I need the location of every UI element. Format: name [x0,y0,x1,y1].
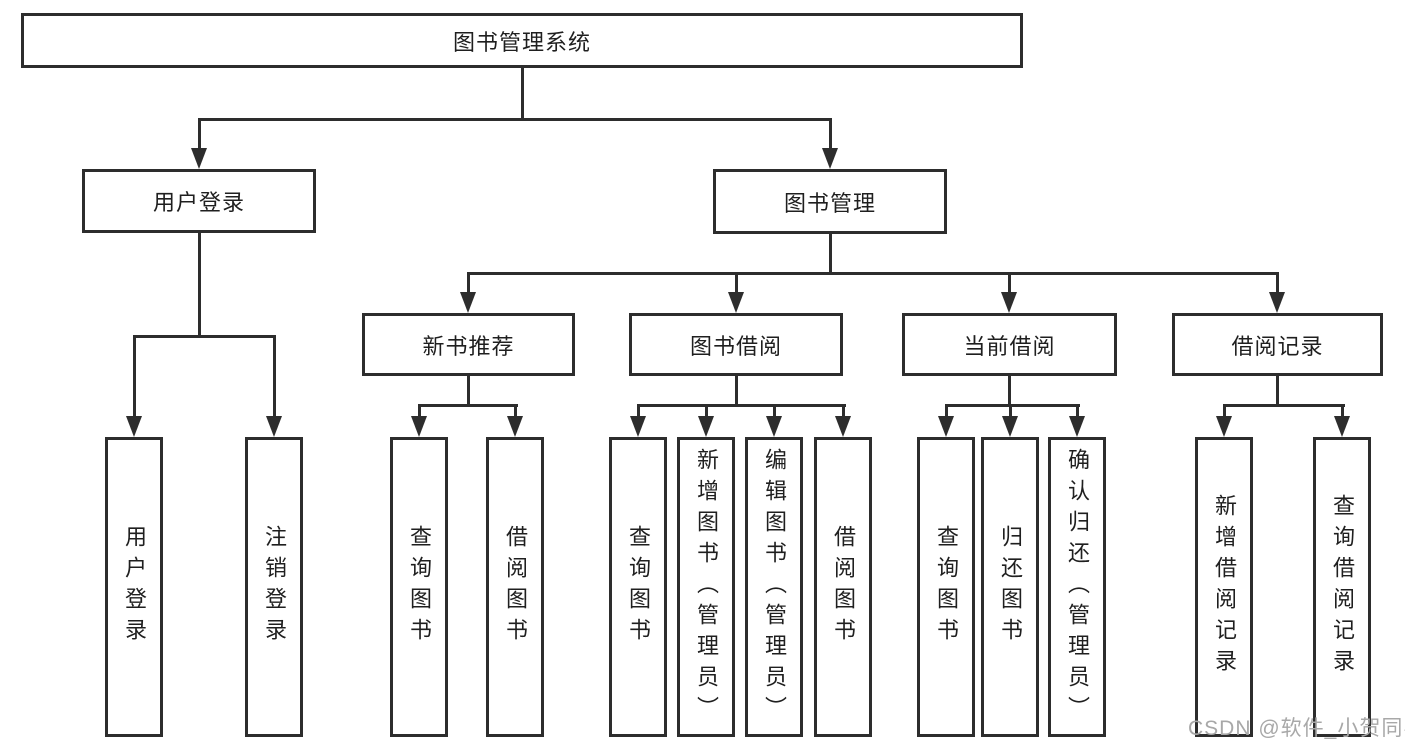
leaf-user-login-label: 用户登录 [122,525,147,649]
leaf-user-login: 用户登录 [105,437,163,737]
leaf-logout-label: 注销登录 [262,525,287,649]
leaf-query-borrow-record: 查询借阅记录 [1313,437,1371,737]
connector-line [1223,405,1226,418]
node-book-management-label: 图书管理 [783,190,876,216]
connector-line [1009,405,1012,418]
connector-line [637,405,640,418]
connector-arrow-icon [266,416,282,437]
leaf-edit-book-admin-label: 编辑图书（管理员） [762,447,787,727]
connector-line [637,404,846,407]
connector-arrow-icon [1334,416,1350,437]
leaf-query-books-current-label: 查询图书 [934,525,959,649]
node-user-login-label: 用户登录 [152,190,245,215]
connector-arrow-icon [698,416,714,437]
leaf-query-books-recommend: 查询图书 [390,437,448,737]
leaf-borrow-books-recommend: 借阅图书 [486,437,544,737]
connector-arrow-icon [1002,416,1018,437]
connector-line [945,404,1080,407]
connector-arrow-icon [460,292,476,313]
connector-arrow-icon [1069,416,1085,437]
connector-arrow-icon [766,416,782,437]
node-current-borrowing: 当前借阅 [902,313,1117,376]
connector-arrow-icon [728,292,744,313]
connector-line [418,404,518,407]
connector-line [133,336,136,417]
leaf-return-books: 归还图书 [981,437,1039,737]
leaf-logout: 注销登录 [245,437,303,737]
connector-line [1076,405,1079,418]
leaf-borrow-books-recommend-label: 借阅图书 [503,525,528,649]
connector-line [514,405,517,418]
leaf-add-book-admin: 新增图书（管理员） [677,437,735,737]
connector-line [273,336,276,417]
leaf-add-book-admin-label: 新增图书（管理员） [694,447,719,727]
connector-line [829,119,832,149]
node-library-system: 图书管理系统 [21,13,1023,68]
connector-line [1276,273,1279,294]
connector-line [705,405,708,418]
node-book-management: 图书管理 [713,169,947,234]
node-new-book-recommend: 新书推荐 [362,313,575,376]
node-book-borrowing: 图书借阅 [629,313,843,376]
connector-line [521,67,524,120]
connector-line [198,232,201,336]
connector-line [467,273,470,294]
leaf-query-books-borrowing: 查询图书 [609,437,667,737]
connector-line [945,405,948,418]
node-current-borrowing-label: 当前借阅 [963,333,1056,359]
leaf-query-borrow-record-label: 查询借阅记录 [1330,494,1355,680]
connector-arrow-icon [411,416,427,437]
connector-arrow-icon [126,416,142,437]
leaf-query-books-borrowing-label: 查询图书 [626,525,651,649]
node-book-borrowing-label: 图书借阅 [689,333,782,359]
connector-line [735,375,738,406]
leaf-return-books-label: 归还图书 [998,525,1023,649]
connector-arrow-icon [630,416,646,437]
connector-line [1008,375,1011,406]
watermark: CSDN @软件_小贺同学 [1188,717,1405,740]
node-borrowing-records: 借阅记录 [1172,313,1383,376]
connector-arrow-icon [938,416,954,437]
connector-arrow-icon [822,148,838,169]
leaf-query-books-recommend-label: 查询图书 [407,525,432,649]
leaf-confirm-return-admin: 确认归还（管理员） [1048,437,1106,737]
connector-line [1008,273,1011,294]
connector-line [418,405,421,418]
leaf-edit-book-admin: 编辑图书（管理员） [745,437,803,737]
connector-line [198,119,201,149]
connector-line [1341,405,1344,418]
connector-arrow-icon [1216,416,1232,437]
leaf-borrow-books-borrowing-label: 借阅图书 [831,525,856,649]
connector-line [1223,404,1345,407]
node-new-book-recommend-label: 新书推荐 [422,333,515,359]
connector-arrow-icon [1001,292,1017,313]
connector-line [133,335,276,338]
connector-arrow-icon [191,148,207,169]
connector-line [1276,375,1279,406]
connector-line [467,272,1279,275]
connector-arrow-icon [1269,292,1285,313]
connector-line [842,405,845,418]
leaf-query-books-current: 查询图书 [917,437,975,737]
leaf-add-borrow-record-label: 新增借阅记录 [1212,494,1237,680]
connector-line [773,405,776,418]
connector-line [735,273,738,294]
node-user-login: 用户登录 [82,169,316,233]
connector-line [829,233,832,274]
leaf-add-borrow-record: 新增借阅记录 [1195,437,1253,737]
node-library-system-label: 图书管理系统 [452,29,591,55]
connector-line [467,375,470,406]
node-borrowing-records-label: 借阅记录 [1231,333,1324,359]
connector-arrow-icon [507,416,523,437]
connector-arrow-icon [835,416,851,437]
leaf-borrow-books-borrowing: 借阅图书 [814,437,872,737]
leaf-confirm-return-admin-label: 确认归还（管理员） [1065,447,1090,727]
connector-line [198,118,832,121]
